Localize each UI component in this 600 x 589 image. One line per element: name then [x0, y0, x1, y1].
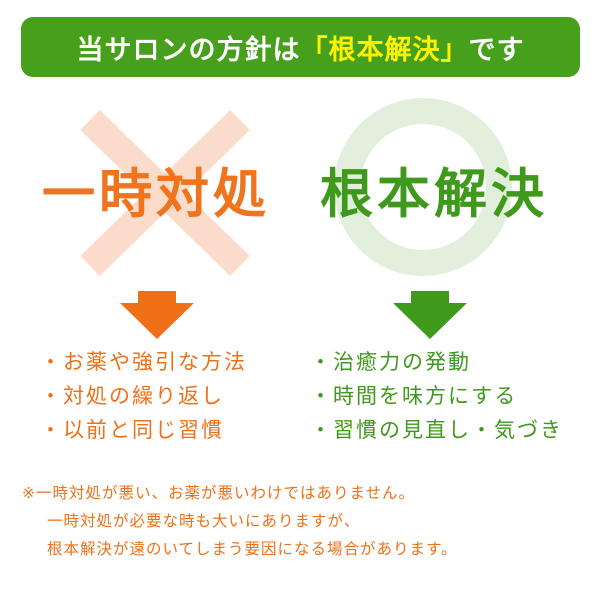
temporary-fix-title: 一時対処 — [42, 164, 270, 225]
down-arrow-icon — [120, 291, 194, 339]
banner-suffix: です — [468, 34, 525, 66]
note-line-3: 根本解決が遠のいてしまう要因になる場合があります。 — [47, 540, 458, 558]
list-item: ・習慣の見直し・気づき — [310, 418, 563, 442]
list-item: ・以前と同じ習慣 — [40, 418, 224, 442]
cross-icon — [80, 109, 250, 277]
banner-highlight: 「根本解決」 — [300, 34, 469, 66]
temporary-fix-list: ・お薬や強引な方法 ・対処の繰り返し ・以前と同じ習慣 — [40, 345, 247, 447]
list-item: ・時間を味方にする — [310, 384, 518, 408]
banner-prefix: 当サロンの方針は — [76, 34, 301, 66]
down-arrow-icon — [393, 291, 467, 339]
list-item: ・治癒力の発動 — [310, 350, 471, 374]
note-line-2: 一時対処が必要な時も大いにありますが、 — [47, 512, 361, 530]
root-solution-title: 根本解決 — [320, 164, 548, 225]
policy-banner: 当サロンの方針は「根本解決」です — [21, 17, 580, 77]
disclaimer-note: ※一時対処が悪い、お薬が悪いわけではありません。 一時対処が必要な時も大いにあり… — [22, 479, 458, 563]
root-solution-list: ・治癒力の発動 ・時間を味方にする ・習慣の見直し・気づき — [310, 345, 563, 447]
note-line-1: ※一時対処が悪い、お薬が悪いわけではありません。 — [22, 484, 416, 502]
list-item: ・お薬や強引な方法 — [40, 350, 247, 374]
list-item: ・対処の繰り返し — [40, 384, 224, 408]
